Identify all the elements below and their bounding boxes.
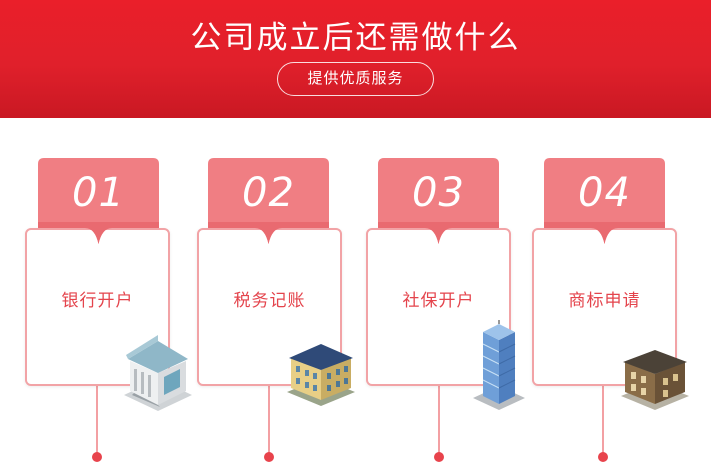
step-number: 04 xyxy=(578,170,631,216)
step-number-tab-4: 04 xyxy=(544,158,665,244)
trademark-office-building-icon xyxy=(621,350,689,410)
subtitle-button[interactable]: 提供优质服务 xyxy=(277,62,434,96)
step-number-tab-2: 02 xyxy=(208,158,329,244)
bank-building-icon xyxy=(124,335,192,411)
step-dot xyxy=(434,452,444,462)
step-dot xyxy=(598,452,608,462)
office-tower-icon xyxy=(473,320,525,410)
step-connector-line xyxy=(438,386,440,456)
step-label-trademark: 商标申请 xyxy=(568,291,641,311)
step-connector-line xyxy=(96,386,98,456)
step-number: 03 xyxy=(412,170,465,216)
step-connector-line xyxy=(268,386,270,456)
step-label-tax-bookkeeping: 税务记账 xyxy=(233,291,306,311)
step-label-bank-account: 银行开户 xyxy=(61,291,134,311)
step-number-tab-1: 01 xyxy=(38,158,159,244)
step-number: 02 xyxy=(242,170,295,216)
tax-office-building-icon xyxy=(287,344,355,406)
step-label-social-security: 社保开户 xyxy=(402,291,475,311)
step-number: 01 xyxy=(72,170,125,216)
step-number-tab-3: 03 xyxy=(378,158,499,244)
step-dot xyxy=(264,452,274,462)
header-banner: 公司成立后还需做什么 提供优质服务 xyxy=(0,0,711,118)
step-connector-line xyxy=(602,386,604,456)
step-dot xyxy=(92,452,102,462)
page-title: 公司成立后还需做什么 xyxy=(190,20,521,56)
